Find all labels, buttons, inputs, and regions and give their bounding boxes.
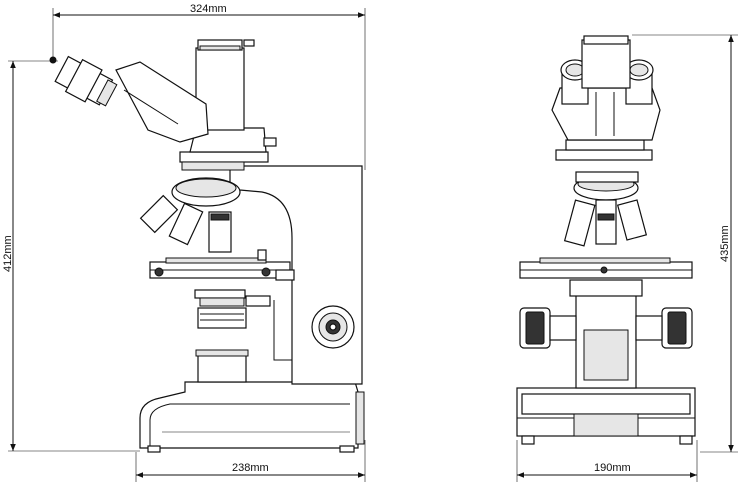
dimension-left-412: 412mm — [2, 56, 140, 452]
dimension-bottom-238: 238mm — [135, 440, 366, 482]
microscope-front-view — [516, 35, 696, 445]
dimension-top-324: 324mm — [52, 3, 366, 170]
dim-label-412: 412mm — [2, 235, 14, 272]
microscope-side-view — [54, 39, 365, 453]
dimension-right-435: 435mm — [632, 34, 738, 453]
dim-label-435: 435mm — [719, 225, 731, 262]
dimension-bottom-190: 190mm — [516, 440, 698, 482]
dim-label-324: 324mm — [190, 3, 227, 15]
dim-label-238: 238mm — [232, 462, 269, 474]
dim-label-190: 190mm — [594, 462, 631, 474]
